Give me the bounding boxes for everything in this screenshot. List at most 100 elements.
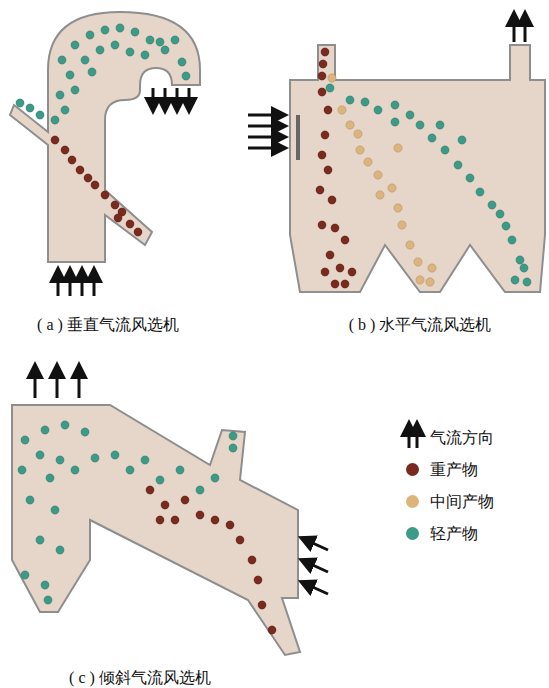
particle bbox=[376, 191, 384, 199]
particle bbox=[36, 536, 44, 544]
particle bbox=[258, 601, 266, 609]
particle bbox=[44, 596, 52, 604]
particle bbox=[176, 466, 184, 474]
particle bbox=[196, 486, 204, 494]
particle bbox=[51, 116, 59, 124]
legend-text: 轻产物 bbox=[430, 524, 478, 543]
particle bbox=[394, 204, 402, 212]
legend-text: 气流方向 bbox=[430, 428, 494, 447]
particle bbox=[321, 131, 329, 139]
particle bbox=[331, 224, 339, 232]
particle bbox=[338, 106, 346, 114]
particle bbox=[406, 111, 414, 119]
vertical-separator-body bbox=[10, 12, 200, 262]
particle bbox=[324, 106, 332, 114]
particle bbox=[21, 571, 29, 579]
particle bbox=[171, 36, 179, 44]
particle bbox=[101, 191, 109, 199]
particle bbox=[328, 74, 336, 82]
particle bbox=[326, 84, 334, 92]
particle bbox=[91, 454, 99, 462]
particle bbox=[134, 228, 142, 236]
particle bbox=[341, 280, 349, 288]
particle bbox=[18, 466, 26, 474]
particle bbox=[324, 166, 332, 174]
particle bbox=[141, 51, 149, 59]
particle bbox=[254, 576, 262, 584]
particle bbox=[211, 474, 219, 482]
particle bbox=[226, 521, 234, 529]
particle bbox=[428, 264, 436, 272]
particle bbox=[508, 236, 516, 244]
particle bbox=[171, 516, 179, 524]
particle bbox=[356, 146, 364, 154]
particles bbox=[16, 24, 531, 634]
legend-swatch bbox=[406, 463, 419, 476]
particle bbox=[21, 436, 29, 444]
particle bbox=[16, 99, 24, 107]
particle bbox=[414, 258, 422, 266]
airflow-arrows-c bbox=[35, 370, 328, 594]
particle bbox=[248, 556, 256, 564]
particle bbox=[196, 511, 204, 519]
particle bbox=[391, 101, 399, 109]
particle bbox=[428, 134, 436, 142]
legend-swatch bbox=[406, 495, 419, 508]
particle bbox=[71, 466, 79, 474]
particle bbox=[111, 451, 119, 459]
particle bbox=[88, 68, 96, 76]
particle bbox=[56, 91, 64, 99]
subfigure-caption: ( b ) 水平气流风选机 bbox=[349, 315, 492, 334]
particle bbox=[502, 222, 510, 230]
particle bbox=[68, 156, 76, 164]
particle bbox=[146, 36, 154, 44]
particle bbox=[346, 96, 354, 104]
particle bbox=[374, 171, 382, 179]
particle bbox=[146, 486, 154, 494]
particle bbox=[523, 278, 531, 286]
particle bbox=[91, 181, 99, 189]
particle bbox=[56, 546, 64, 554]
particle bbox=[336, 264, 344, 272]
particle bbox=[96, 46, 104, 54]
particle bbox=[416, 276, 424, 284]
particle bbox=[268, 626, 276, 634]
particle bbox=[86, 31, 94, 39]
inclined-separator-body bbox=[12, 405, 300, 655]
particle bbox=[426, 278, 434, 286]
air-inlet-grille bbox=[296, 115, 300, 160]
particle bbox=[416, 121, 424, 129]
particle bbox=[346, 121, 354, 129]
particle bbox=[156, 38, 164, 46]
particle bbox=[488, 201, 496, 209]
horizontal-separator-body bbox=[290, 45, 545, 292]
particle bbox=[348, 268, 356, 276]
particle bbox=[111, 41, 119, 49]
particle bbox=[236, 536, 244, 544]
particle bbox=[56, 456, 64, 464]
particle bbox=[436, 121, 444, 129]
particle bbox=[141, 456, 149, 464]
particle bbox=[441, 146, 449, 154]
subfigure-caption: ( a ) 垂直气流风选机 bbox=[37, 315, 179, 334]
particle bbox=[36, 451, 44, 459]
legend-airflow-symbol bbox=[409, 428, 417, 448]
particle bbox=[58, 56, 66, 64]
particle bbox=[156, 516, 164, 524]
particle bbox=[41, 426, 49, 434]
particle bbox=[476, 188, 484, 196]
particle bbox=[116, 24, 124, 32]
particle bbox=[61, 106, 69, 114]
particle bbox=[318, 88, 326, 96]
particle bbox=[394, 144, 402, 152]
particle bbox=[511, 276, 519, 284]
particle bbox=[126, 220, 134, 228]
particle bbox=[496, 210, 504, 218]
particle bbox=[46, 474, 54, 482]
particle bbox=[66, 71, 74, 79]
particle bbox=[321, 48, 329, 56]
legend-text: 中间产物 bbox=[430, 492, 494, 511]
particle bbox=[391, 118, 399, 126]
particle bbox=[354, 130, 362, 138]
